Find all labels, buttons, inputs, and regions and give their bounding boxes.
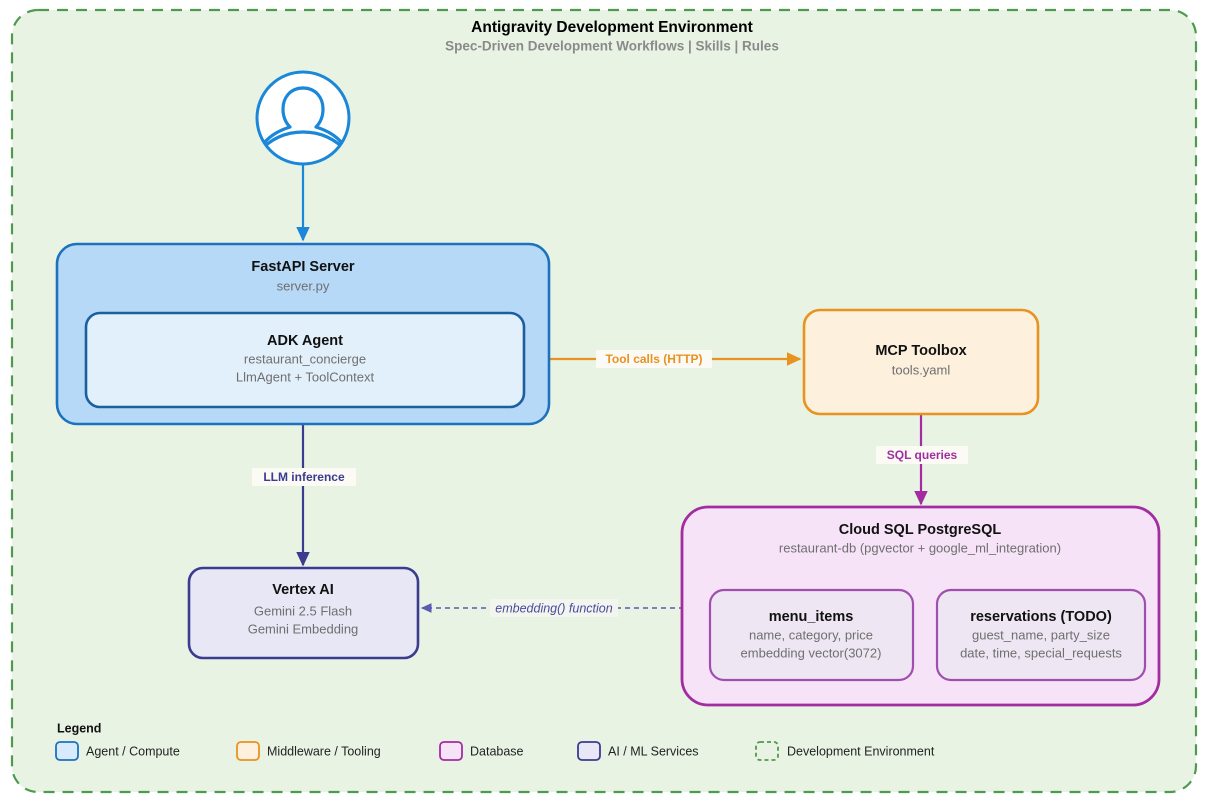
legend-item-database: Database xyxy=(439,741,524,761)
legend-label-ai-ml-services: AI / ML Services xyxy=(608,744,699,758)
legend-item-agent-compute: Agent / Compute xyxy=(55,741,180,761)
menu-items-title: menu_items xyxy=(769,609,854,625)
adk-agent-box xyxy=(84,311,526,409)
edge-label-bg xyxy=(252,468,356,486)
edge-label-bg xyxy=(490,599,618,617)
vertex-ai-box xyxy=(187,566,420,660)
legend-item-development-environment: Development Environment xyxy=(755,741,935,761)
user-avatar-icon xyxy=(255,70,351,166)
node-cloud-sql-postgresql[interactable]: Cloud SQL PostgreSQL restaurant-db (pgve… xyxy=(680,505,1161,707)
legend-swatch-ai-ml-services xyxy=(577,741,601,761)
adk-agent-subtitle-2: LlmAgent + ToolContext xyxy=(236,369,375,384)
vertex-ai-subtitle-1: Gemini 2.5 Flash xyxy=(254,603,352,618)
node-vertex-ai[interactable]: Vertex AI Gemini 2.5 Flash Gemini Embedd… xyxy=(187,566,420,660)
legend-swatch-middleware-tooling xyxy=(236,741,260,761)
edge-label-tool-calls: Tool calls (HTTP) xyxy=(605,352,702,366)
legend-swatch-database xyxy=(439,741,463,761)
diagram-subtitle: Spec-Driven Development Workflows | Skil… xyxy=(445,39,779,54)
reservations-subtitle-1: guest_name, party_size xyxy=(972,627,1110,642)
edge-cloudsql-to-vertex: embedding() function xyxy=(420,599,684,617)
legend-swatch-agent-compute xyxy=(55,741,79,761)
diagram-title: Antigravity Development Environment xyxy=(471,19,753,36)
menu-items-subtitle-2: embedding vector(3072) xyxy=(741,645,882,660)
cloudsql-title: Cloud SQL PostgreSQL xyxy=(839,522,1002,538)
fastapi-subtitle: server.py xyxy=(277,278,330,293)
reservations-box xyxy=(935,588,1147,682)
vertex-ai-subtitle-2: Gemini Embedding xyxy=(248,621,359,636)
vertex-ai-title: Vertex AI xyxy=(272,582,334,598)
legend-swatch-development-environment xyxy=(755,741,779,761)
node-table-menu-items[interactable]: menu_items name, category, price embeddi… xyxy=(708,588,915,682)
mcp-toolbox-box xyxy=(802,308,1040,416)
reservations-title: reservations (TODO) xyxy=(970,609,1112,625)
edge-label-sql-queries: SQL queries xyxy=(887,448,958,462)
adk-agent-title: ADK Agent xyxy=(267,333,343,349)
edge-label-bg xyxy=(876,446,968,464)
legend-label-agent-compute: Agent / Compute xyxy=(86,744,180,758)
cloudsql-subtitle: restaurant-db (pgvector + google_ml_inte… xyxy=(779,540,1061,555)
mcp-toolbox-subtitle: tools.yaml xyxy=(892,362,951,377)
edge-adk-to-vertex: LLM inference xyxy=(252,407,356,567)
legend: Legend Agent / Compute Middleware / Tool… xyxy=(55,721,935,761)
user-actor[interactable] xyxy=(255,70,351,166)
menu-items-subtitle-1: name, category, price xyxy=(749,627,873,642)
edge-label-llm-inference: LLM inference xyxy=(263,470,345,484)
reservations-subtitle-2: date, time, special_requests xyxy=(960,645,1122,660)
node-fastapi-server[interactable]: FastAPI Server server.py ADK Agent resta… xyxy=(55,242,551,426)
legend-item-ai-ml-services: AI / ML Services xyxy=(577,741,699,761)
node-adk-agent[interactable]: ADK Agent restaurant_concierge LlmAgent … xyxy=(84,311,526,409)
user-silhouette-icon xyxy=(257,86,349,155)
legend-title: Legend xyxy=(57,721,101,735)
legend-label-database: Database xyxy=(470,744,524,758)
menu-items-box xyxy=(708,588,915,682)
node-mcp-toolbox[interactable]: MCP Toolbox tools.yaml xyxy=(802,308,1040,416)
edge-label-bg xyxy=(596,350,712,368)
node-table-reservations[interactable]: reservations (TODO) guest_name, party_si… xyxy=(935,588,1147,682)
legend-item-middleware-tooling: Middleware / Tooling xyxy=(236,741,381,761)
edge-mcp-to-cloudsql: SQL queries xyxy=(876,413,968,506)
fastapi-title: FastAPI Server xyxy=(251,259,355,275)
legend-label-development-environment: Development Environment xyxy=(787,744,935,758)
edge-label-embedding-function: embedding() function xyxy=(495,601,612,615)
edge-adk-to-mcp: Tool calls (HTTP) xyxy=(524,350,802,368)
adk-agent-subtitle-1: restaurant_concierge xyxy=(244,351,366,366)
legend-label-middleware-tooling: Middleware / Tooling xyxy=(267,744,381,758)
mcp-toolbox-title: MCP Toolbox xyxy=(875,343,966,359)
